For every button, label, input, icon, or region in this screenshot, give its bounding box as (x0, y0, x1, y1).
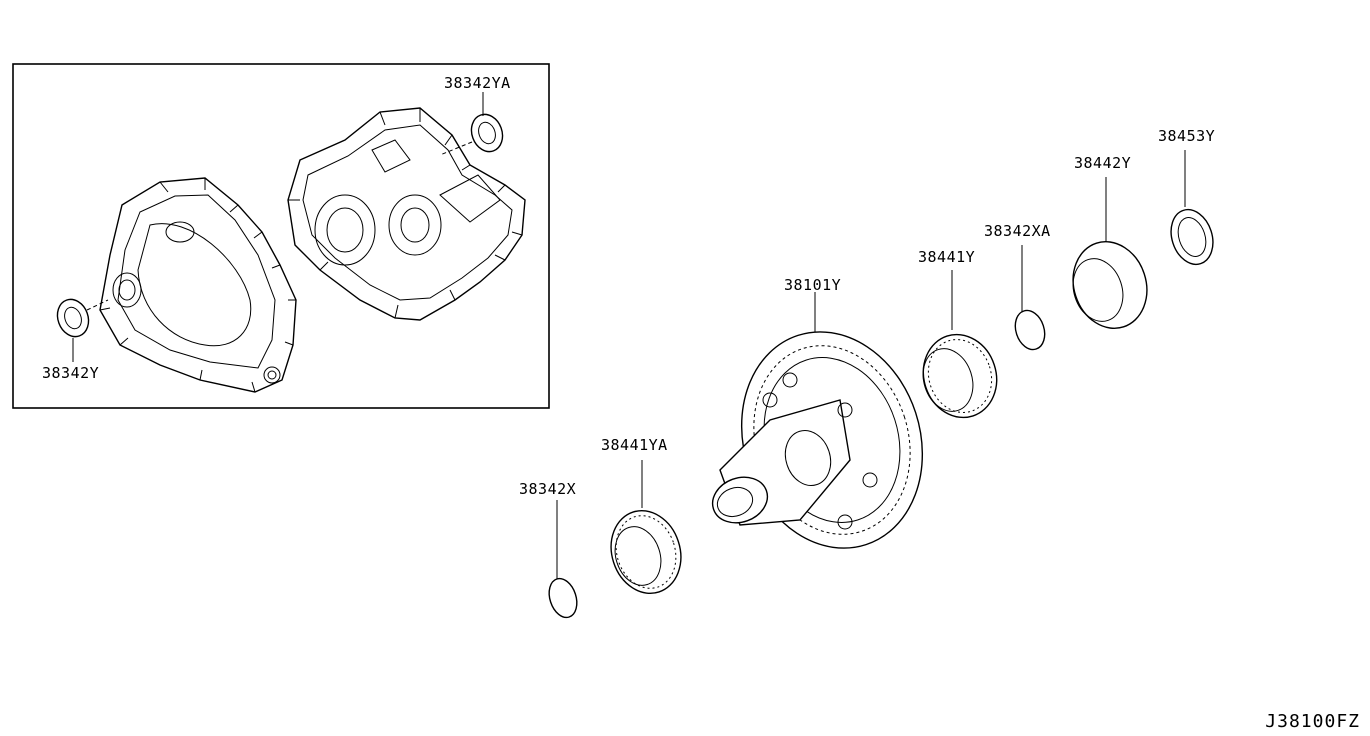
label-38342XA[interactable]: 38342XA (984, 222, 1051, 240)
label-38101Y[interactable]: 38101Y (784, 276, 842, 294)
seal-38342YA-illustration (439, 92, 504, 156)
diagram-code: J38100FZ (1265, 711, 1360, 732)
label-38453Y[interactable]: 38453Y (1158, 127, 1216, 145)
label-38442Y[interactable]: 38442Y (1074, 154, 1132, 172)
differential-illustration (711, 292, 924, 549)
label-38342YA[interactable]: 38342YA (444, 74, 511, 92)
bearing-38441Y-illustration (922, 270, 998, 419)
transaxle-case-illustration (287, 107, 526, 321)
label-38441Y[interactable]: 38441Y (918, 248, 976, 266)
label-38342Y[interactable]: 38342Y (42, 364, 100, 382)
shim-38453Y-illustration (1170, 150, 1214, 266)
label-38342X[interactable]: 38342X (519, 480, 577, 498)
seal-38342Y-illustration (56, 298, 109, 362)
shim-38342XA-illustration (1014, 245, 1046, 351)
race-38442Y-illustration (1072, 177, 1148, 329)
converter-housing-illustration (99, 177, 297, 393)
inset-frame (12, 63, 550, 409)
label-38441YA[interactable]: 38441YA (601, 436, 668, 454)
bearing-38441YA-illustration (610, 460, 682, 595)
shim-38342X-illustration (548, 500, 578, 619)
